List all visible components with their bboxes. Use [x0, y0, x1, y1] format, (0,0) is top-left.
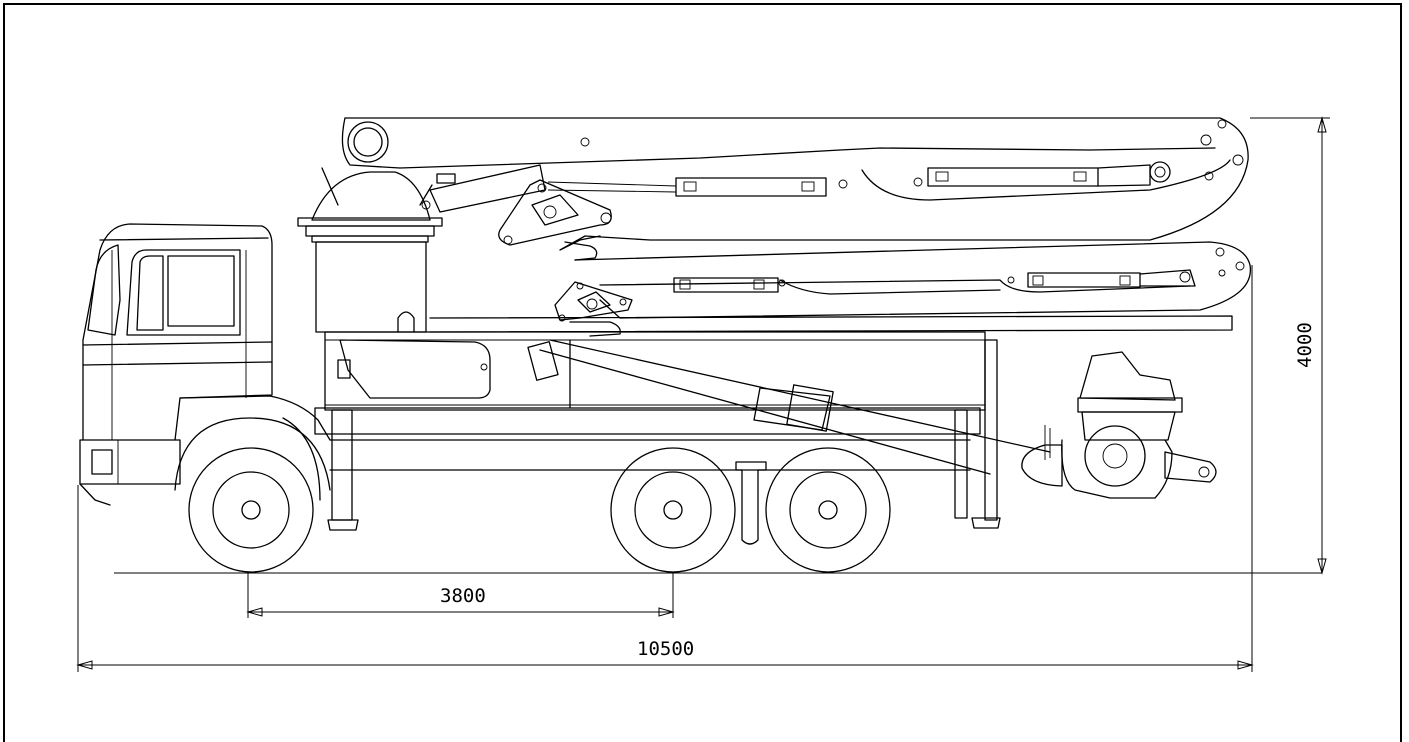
axle-hanger	[735, 461, 767, 545]
boom-upper	[341, 117, 1249, 261]
chassis	[174, 331, 1051, 531]
dimension-overall-length: 10500	[76, 265, 1254, 672]
pump-hopper	[1021, 351, 1217, 499]
dimension-overall-length-label: 10500	[637, 638, 694, 660]
front-wheel	[188, 447, 314, 573]
turret	[297, 167, 443, 333]
dimension-overall-height: 4000	[1250, 116, 1330, 575]
dimension-wheelbase-label: 3800	[440, 585, 486, 607]
rear-wheel-2	[765, 447, 891, 573]
rear-wheel-1	[610, 447, 736, 573]
truck-cab	[79, 223, 331, 506]
boom-lower	[429, 241, 1252, 337]
drawing-frame	[3, 3, 1402, 742]
dimension-wheelbase: 3800	[246, 573, 675, 618]
dimension-overall-height-label: 4000	[1294, 322, 1316, 368]
